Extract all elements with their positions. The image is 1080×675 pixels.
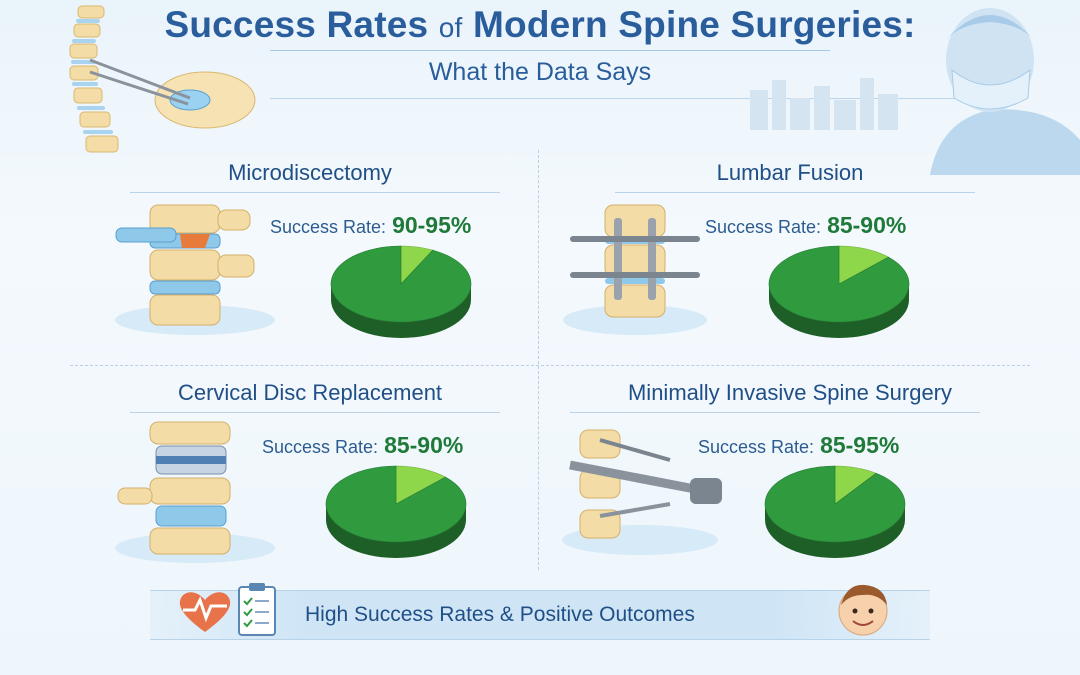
header: Success Rates of Modern Spine Surgeries:… [0,0,1080,175]
rate-value: 90-95% [392,212,472,238]
cervical-disc-illustration [115,421,275,563]
pie-chart [768,245,910,338]
clipboard-checklist-icon [238,583,276,636]
rate-label-text: Success Rate: [705,217,822,237]
panel-cervical-disc-replacement: Cervical Disc Replacement Success Rate:8… [80,370,540,570]
panel-minimally-invasive: Minimally Invasive Spine Surgery Success… [560,370,1020,570]
smiling-patient-icon [838,584,888,636]
pie-side-wall [331,284,471,338]
microdiscectomy-spine-illustration [115,204,275,335]
panel-lumbar-fusion: Lumbar Fusion Success Rate:85-90% [560,150,1020,350]
pie-chart [325,465,467,558]
success-rate-label: Success Rate:85-95% [698,432,899,459]
heart-pulse-icon [179,592,231,632]
panel-title-rule [130,412,500,413]
chart-title: Lumbar Fusion [716,160,864,185]
rate-label-text: Success Rate: [262,437,379,457]
panel-title-rule [570,412,980,413]
pie-chart [330,245,472,338]
footer-tagline: High Success Rates & Positive Outcomes [305,603,695,626]
city-skyline-illustration [750,78,898,130]
success-rate-label: Success Rate:85-90% [705,212,906,239]
rate-value: 85-95% [820,432,900,458]
pie-side-wall [326,504,466,558]
footer-banner: High Success Rates & Positive Outcomes [150,583,930,640]
panel-title-rule [130,192,500,193]
pie-side-wall [769,284,909,338]
panel-microdiscectomy: Microdiscectomy Success Rate:90-95% [80,150,540,350]
chart-title: Minimally Invasive Spine Surgery [627,380,953,405]
surgeon-illustration [930,8,1080,175]
spine-forceps-illustration [69,5,256,153]
success-rate-label: Success Rate:85-90% [262,432,463,459]
panel-title-rule [615,192,975,193]
title-divider [270,50,830,51]
pie-slice-success [330,245,472,323]
chart-title: Cervical Disc Replacement [177,380,443,405]
lumbar-fusion-spine-illustration [563,204,707,335]
rate-value: 85-90% [384,432,464,458]
rate-label-text: Success Rate: [698,437,815,457]
pie-slice-success [764,465,906,543]
pie-chart [764,465,906,558]
minimally-invasive-tools-illustration [562,429,722,555]
page-title: Success Rates of Modern Spine Surgeries: [0,4,1080,46]
rate-value: 85-90% [827,212,907,238]
rate-label-text: Success Rate: [270,217,387,237]
page-subtitle: What the Data Says [428,58,652,86]
title-part2: Modern Spine Surgeries: [473,4,916,45]
success-rate-label: Success Rate:90-95% [270,212,471,239]
title-of: of [438,12,463,43]
title-part1: Success Rates [164,4,429,45]
horizontal-divider [70,365,1030,366]
vertical-divider [538,150,539,570]
pie-side-wall [765,504,905,558]
pie-slice-success [325,465,467,543]
subtitle-divider [270,98,960,99]
pie-slice-success [768,245,910,323]
chart-title: Microdiscectomy [228,160,392,185]
